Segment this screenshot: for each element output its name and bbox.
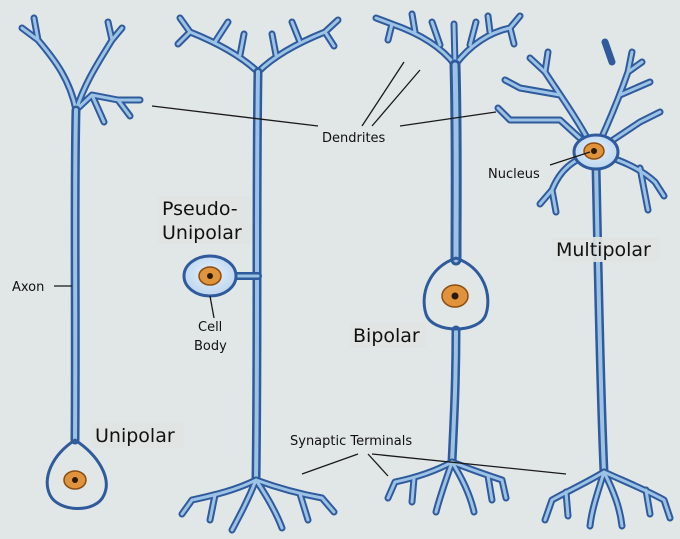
unipolar-nucleolus <box>72 477 78 483</box>
multipolar-axon <box>591 160 609 477</box>
unipolar-neuron <box>18 14 144 510</box>
multipolar-nucleolus <box>591 148 597 154</box>
unipolar-label: Unipolar <box>95 425 175 447</box>
bipolar-label-bg <box>350 323 426 348</box>
pseudo-label-bg <box>158 196 252 244</box>
pseudo-unipolar-neuron <box>174 14 342 534</box>
bipolar-label: Bipolar <box>353 325 420 347</box>
axon-label: Axon <box>12 280 44 295</box>
pseudo-unipolar-terminals <box>178 476 338 534</box>
dendrites-line-pseudo <box>361 61 405 127</box>
pseudo-unipolar-label-line2: Unipolar <box>162 222 242 244</box>
multipolar-terminals <box>541 468 674 530</box>
terminals-line-pseudo <box>301 453 359 475</box>
synaptic-terminals-label: Synaptic Terminals <box>290 434 412 449</box>
nucleus-label: Nucleus <box>488 167 540 182</box>
nucleus-line <box>549 151 591 166</box>
unipolar-soma <box>45 438 108 510</box>
label-backgrounds <box>92 196 660 448</box>
dendrites-line-multipolar <box>399 111 497 127</box>
cell-body-label-line1: Cell <box>198 320 222 335</box>
unipolar-label-bg <box>92 423 184 448</box>
multipolar-label-bg <box>552 237 660 262</box>
pointer-lines <box>54 61 591 477</box>
multipolar-dendrites <box>494 38 668 216</box>
dendrites-label: Dendrites <box>322 131 386 146</box>
cell-body-line <box>209 295 215 319</box>
unipolar-axon <box>70 105 81 445</box>
pseudo-unipolar-label-line1: Pseudo- <box>162 198 238 220</box>
bipolar-soma <box>422 256 490 331</box>
bipolar-nucleolus <box>451 292 459 300</box>
terminals-line-multipolar <box>371 453 567 475</box>
labels: Dendrites Nucleus Pseudo- Unipolar Multi… <box>12 131 651 449</box>
bipolar-upper-process <box>449 59 462 266</box>
multipolar-label: Multipolar <box>556 239 651 261</box>
terminals-line-bipolar <box>367 453 389 477</box>
bipolar-neuron <box>372 10 524 516</box>
bipolar-axon <box>447 325 461 467</box>
bipolar-terminals <box>384 458 510 516</box>
pseudo-unipolar-axon <box>251 67 263 485</box>
pseudo-unipolar-nucleolus <box>207 273 213 279</box>
multipolar-neuron <box>494 38 674 530</box>
unipolar-dendrites <box>18 14 144 126</box>
dendrites-line-unipolar <box>151 105 319 127</box>
pseudo-unipolar-dendrites <box>174 14 342 76</box>
bipolar-dendrites <box>372 10 524 69</box>
dendrites-line-bipolar <box>371 69 421 127</box>
cell-body-label-line2: Body <box>194 339 227 354</box>
